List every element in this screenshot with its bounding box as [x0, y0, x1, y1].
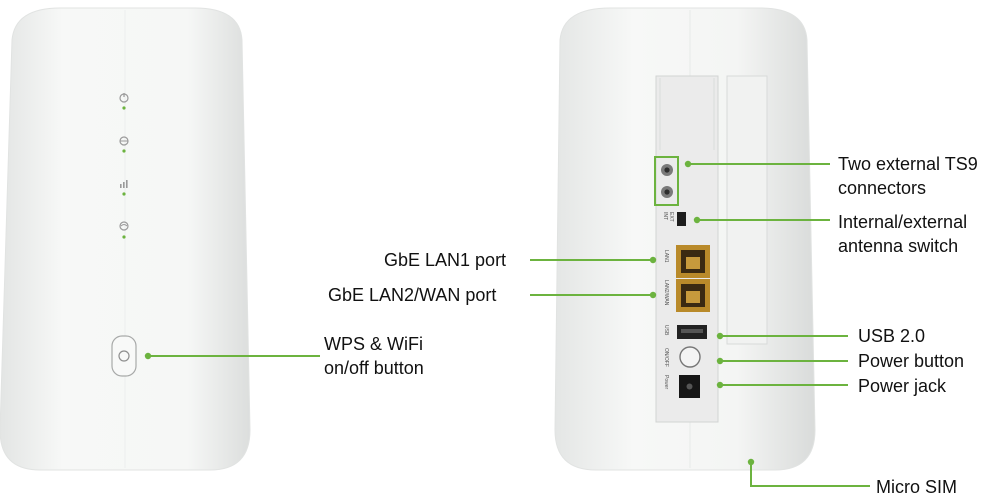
power-button-callout-dot: [716, 357, 724, 365]
power-button-label: Power button: [858, 351, 965, 371]
ts9-label: Two external TS9 connectors: [838, 154, 978, 198]
internet-icon: [119, 136, 129, 146]
usb-label: USB 2.0: [858, 326, 926, 346]
signal-led: [122, 192, 126, 196]
lan2-wan-port-label: LAN2/WAN: [663, 280, 669, 306]
power-jack: Power: [663, 375, 700, 398]
usb-port-label: USB: [663, 325, 669, 336]
ts9-connectors: [654, 156, 679, 206]
wps-wifi-button: [111, 335, 137, 377]
power-port-label: Power: [663, 375, 669, 390]
ext-port-label: EXT: [668, 212, 674, 222]
lan2-wan-callout-dot: [649, 291, 657, 299]
power-jack-label: Power jack: [858, 376, 947, 396]
lan1-port-label: LAN1: [663, 250, 669, 263]
router-front-view: [0, 7, 251, 471]
lan2-wan-port: LAN2/WAN: [663, 279, 710, 312]
led-indicator-group: [119, 93, 129, 239]
int-port-label: INT: [662, 212, 668, 220]
lan2-wan-label: GbE LAN2/WAN port: [328, 285, 497, 305]
micro-sim-callout: [747, 458, 870, 487]
lan1-port: LAN1: [663, 245, 710, 278]
lan1-callout-dot: [649, 256, 657, 264]
wps-wifi-label: WPS & WiFi on/off button: [324, 334, 424, 378]
power-button: ON/OFF: [663, 346, 701, 368]
internet-led: [122, 149, 126, 153]
wifi-led: [122, 235, 126, 239]
wps-callout-dot: [144, 352, 152, 360]
wifi-icon: [119, 221, 129, 231]
antenna-switch-callout-dot: [693, 216, 701, 224]
ts9-callout-dot: [684, 160, 692, 168]
lan1-label: GbE LAN1 port: [384, 250, 507, 270]
wps-icon: [118, 350, 130, 362]
usb-port: USB: [663, 325, 707, 339]
power-icon: [119, 93, 129, 103]
antenna-switch: INT EXT: [662, 212, 686, 226]
signal-icon: [120, 180, 128, 188]
power-led: [122, 106, 126, 110]
power-jack-callout-dot: [716, 381, 724, 389]
micro-sim-label: Micro SIM: [876, 477, 957, 497]
antenna-switch-label: Internal/external antenna switch: [838, 212, 968, 256]
usb-callout-dot: [716, 332, 724, 340]
onoff-port-label: ON/OFF: [663, 348, 669, 367]
